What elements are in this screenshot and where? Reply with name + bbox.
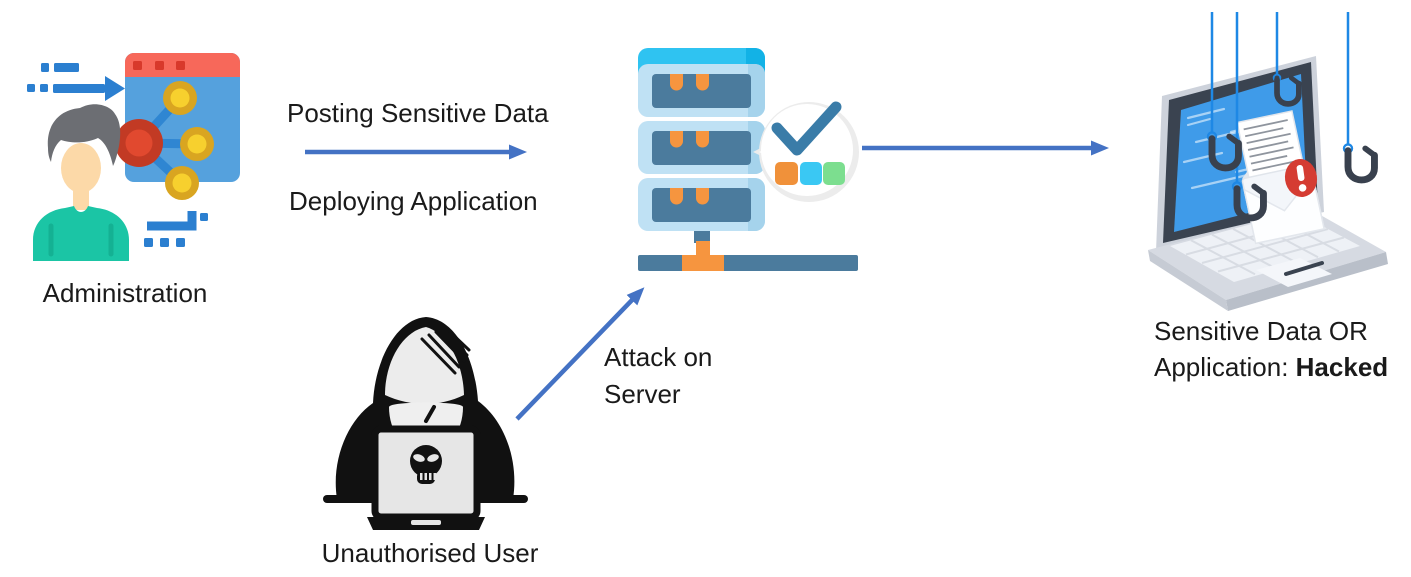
hood-hatching <box>420 329 471 375</box>
dashed-elbow-icon <box>144 211 208 247</box>
admin-user-app-icon <box>27 53 240 261</box>
hacked-caption-bold: Hacked <box>1295 352 1389 382</box>
server-tower <box>638 48 858 271</box>
laptop-base <box>1148 208 1388 311</box>
node-server <box>630 40 870 275</box>
fishing-hook-icon <box>1344 144 1374 180</box>
phishing-laptop-icon <box>1148 12 1388 311</box>
check-bubble-icon <box>753 101 859 202</box>
app-window-icon <box>115 53 240 200</box>
hacked-caption-prefix: Application: <box>1154 352 1296 382</box>
node-unauthorised-user <box>323 303 533 533</box>
unauthorised-user-label: Unauthorised User <box>321 538 539 568</box>
hacked-caption-line2: Application: Hacked <box>1154 349 1388 385</box>
server-check-icon <box>638 48 859 271</box>
node-administration <box>25 48 247 263</box>
alert-badge-icon <box>1284 159 1318 197</box>
dashed-arrow-icon <box>27 63 125 101</box>
edge-label-deploying-application: Deploying Application <box>289 186 538 216</box>
edge-label-attack-on-server: Attack on Server <box>604 339 712 413</box>
skull-laptop <box>367 425 485 530</box>
hacked-caption: Sensitive Data OR Application: Hacked <box>1154 313 1388 385</box>
person-icon <box>33 104 129 261</box>
hacker-laptop-icon <box>323 317 528 530</box>
hacked-caption-line1: Sensitive Data OR <box>1154 316 1368 346</box>
administration-label: Administration <box>42 278 208 308</box>
node-hacked-result <box>1136 12 1398 312</box>
edge-label-posting-sensitive-data: Posting Sensitive Data <box>287 98 549 128</box>
attack-label-line2: Server <box>604 379 681 409</box>
attack-label-line1: Attack on <box>604 342 713 372</box>
